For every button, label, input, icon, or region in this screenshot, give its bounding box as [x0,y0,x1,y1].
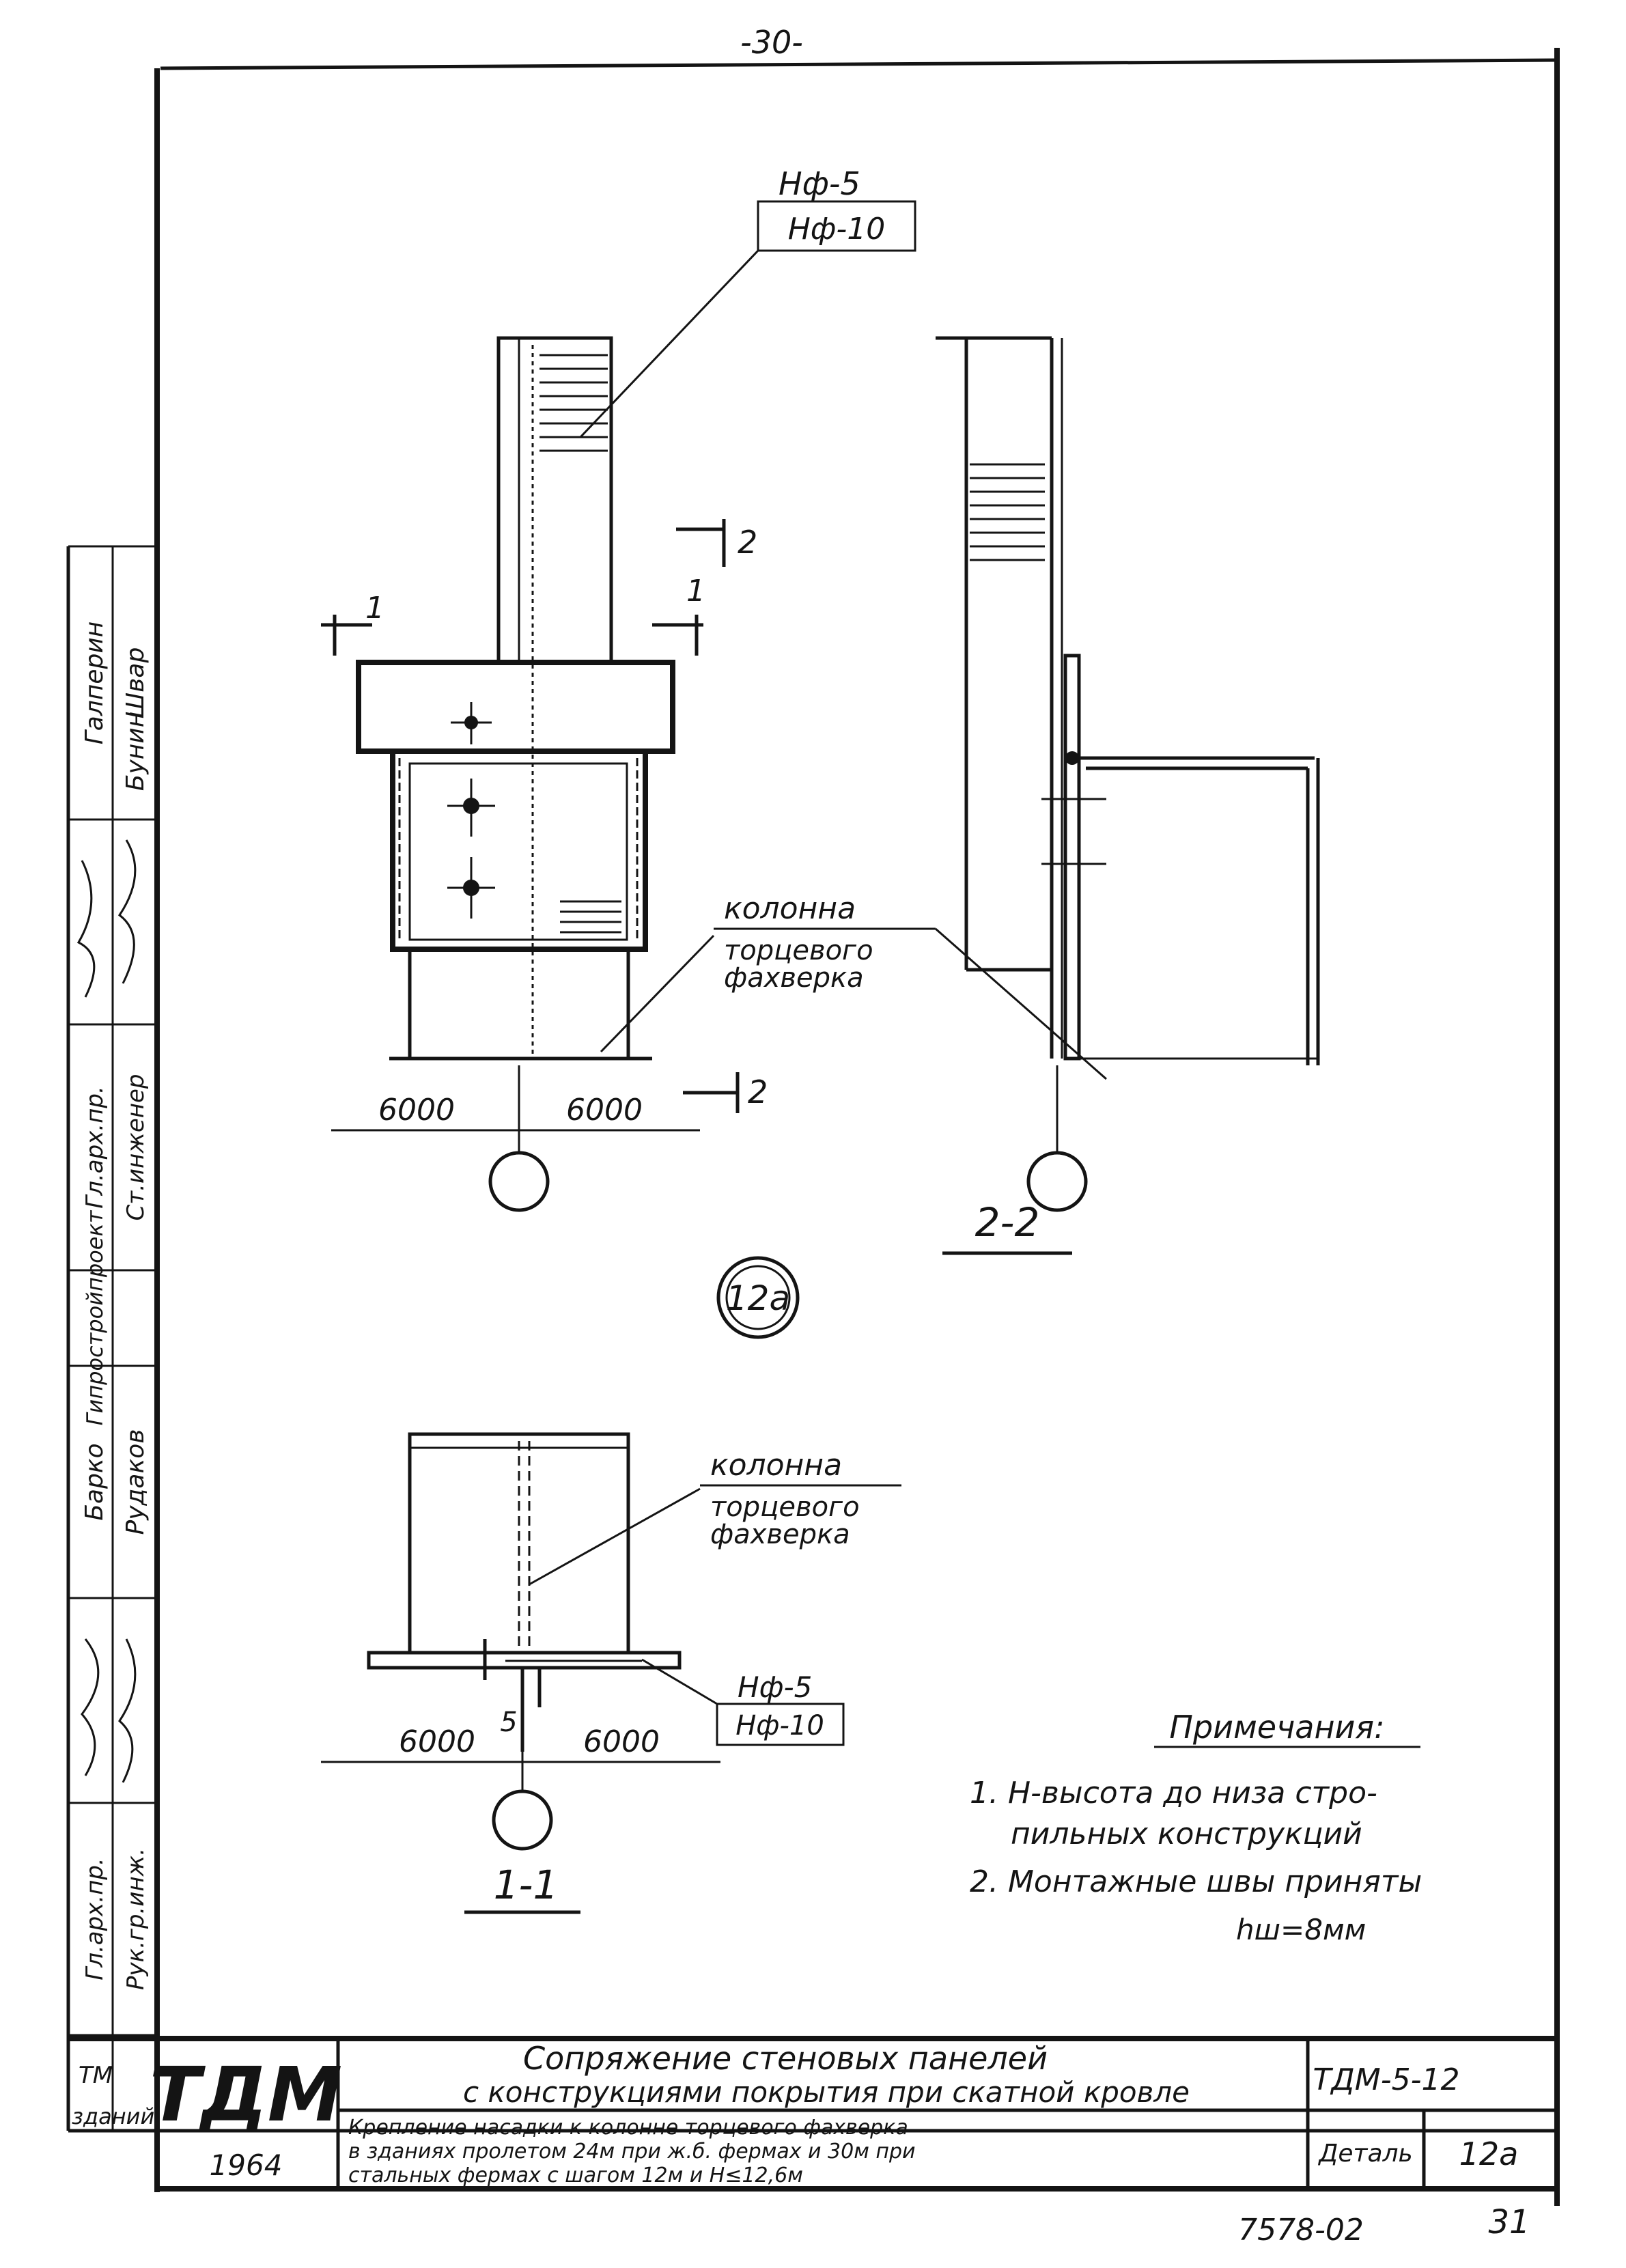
stamp-sig-3: Бунин [122,712,150,791]
sheet-label: Деталь [1317,2140,1413,2168]
note-1-cont: пильных конструкций [1011,1817,1362,1851]
title-block: ТДМ 1964 Сопряжение стеновых панелей с к… [68,2036,1557,2189]
desc-line-3: стальных фермах с шагом 12м и Н≤12,6м [348,2164,803,2187]
section-2-2-view: 2-2 [936,336,1320,1255]
mark-top-boxed: Нф-10 [788,212,886,247]
left-stamp: Галперин Швар Бунин Гл.арх.пр. Ст.инжене… [66,545,157,2131]
stamp-role-3: Гл.арх.пр. [81,1858,109,1980]
dim-right: 6000 [566,1093,643,1128]
title-series: ТДМ-5-12 [1313,2062,1460,2097]
stamp-sig-5: Рудаков [122,1429,150,1535]
stamp-role-4: Рук.гр.инж. [122,1848,150,1990]
plan-column-label-3: фахверка [710,1519,850,1550]
mark-top: Нф-5 [779,165,860,202]
view-1-1-label: 1-1 [494,1862,559,1908]
section-mark-1-right: 1 [686,574,705,608]
sheet-value: 12а [1459,2136,1519,2172]
elevation-view: 6000 6000 1 1 2 2 Нф-5 Нф-10 колонна тор… [321,165,1107,1212]
page-number: -30- [740,24,803,61]
stamp-sig-4: Барко [81,1443,109,1520]
stamp-signature-scribbles [76,839,137,1783]
title-line-1: Сопряжение стеновых панелей [523,2040,1048,2077]
plan-mark-top: Нф-5 [738,1670,812,1704]
plan-dim-left: 6000 [399,1724,475,1759]
column-label-3: фахверка [724,962,864,994]
column-label-1: колонна [724,891,856,926]
weld-size: 5 [500,1707,517,1738]
stamp-org: Гипростройпроект [82,1209,108,1425]
stamp-role-2: Ст.инженер [122,1074,150,1221]
node-mark: 12а [716,1256,800,1339]
section-1-1-view: 6000 6000 5 1-1 колонна торцевого фахвер… [321,1432,901,1914]
stamp-sig-2: Швар [122,647,150,719]
section-mark-2-bottom: 2 [748,1074,768,1110]
footer-page: 31 [1488,2203,1530,2241]
title-logo: ТДМ [150,2051,342,2138]
section-mark-1-left: 1 [365,591,384,626]
plan-column-label-1: колонна [710,1448,842,1483]
desc-line-1: Крепление насадки к колонне торцевого фа… [348,2116,908,2140]
view-2-2-label: 2-2 [975,1199,1040,1246]
desc-line-2: в зданиях пролетом 24м при ж.б. фермах и… [348,2140,916,2164]
stamp-role-1: Гл.арх.пр. [81,1086,109,1208]
title-year: 1964 [210,2148,283,2182]
note-2-cont: hш=8мм [1236,1913,1366,1946]
section-mark-2-top: 2 [738,524,757,561]
column-label-2: торцевого [724,935,873,966]
sheet-frame [154,48,1560,2206]
dim-left: 6000 [378,1093,455,1128]
title-line-2: с конструкциями покрытия при скатной кро… [463,2075,1190,2109]
note-1: 1. Н-высота до низа стро- [970,1776,1377,1810]
stamp-label-1: ТМ [79,2062,113,2089]
notes: Примечания: 1. Н-высота до низа стро- пи… [970,1709,1422,1946]
note-2: 2. Монтажные швы приняты [970,1864,1422,1899]
plan-column-label-2: торцевого [710,1492,860,1523]
plan-mark-boxed: Нф-10 [735,1710,824,1741]
footer-code: 7578-02 [1238,2213,1364,2248]
plan-dim-right: 6000 [583,1724,660,1759]
stamp-label-2: зданий [72,2103,154,2129]
stamp-sig-1: Галперин [81,621,109,745]
node-mark-label: 12а [726,1278,790,1318]
notes-title: Примечания: [1169,1709,1384,1746]
